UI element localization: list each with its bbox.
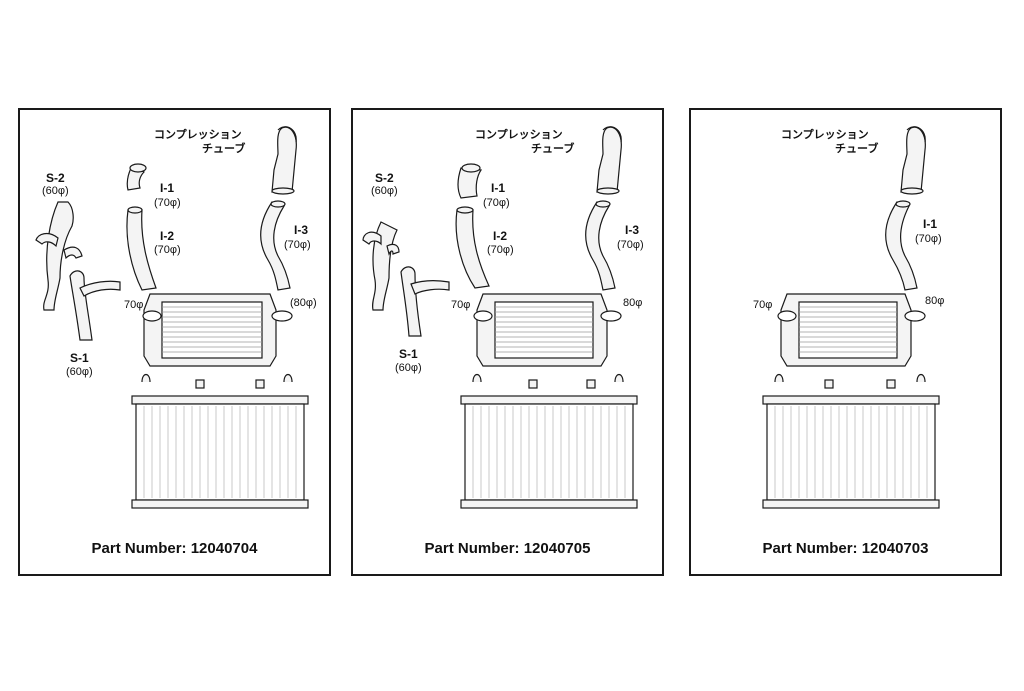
pipe-i1-size: (70φ) xyxy=(483,197,510,209)
pipe-i2 xyxy=(126,206,157,291)
part-number: Part Number: 12040705 xyxy=(424,540,591,557)
pipe-i2 xyxy=(455,206,490,289)
pipe-i2-size: (70φ) xyxy=(487,244,514,256)
parts-illustration: コンプレッション チューブ S-2 (60φ) S-1 (60φ) I-1 (7… xyxy=(35,126,317,509)
pipe-i1-name: I-1 xyxy=(923,217,937,231)
pipe-s2 xyxy=(362,221,400,311)
pipe-s2-size: (60φ) xyxy=(371,185,398,197)
pipe-s2-name: S-2 xyxy=(46,171,65,185)
pipe-s2 xyxy=(35,201,83,311)
pipe-i2-name: I-2 xyxy=(493,229,507,243)
intercooler-core xyxy=(473,293,622,367)
intercooler-core xyxy=(142,293,293,367)
pipe-i2-name: I-2 xyxy=(160,229,174,243)
pipe-i1-name: I-1 xyxy=(160,181,174,195)
pipe-i1 xyxy=(126,163,147,191)
pipe-i1 xyxy=(457,163,483,199)
pipe-i2-size: (70φ) xyxy=(154,244,181,256)
compressor-tube-label-line1: コンプレッション xyxy=(781,127,869,141)
inlet-size-label: 70φ xyxy=(753,299,772,311)
part-number: Part Number: 12040704 xyxy=(91,540,258,557)
radiator xyxy=(762,373,940,509)
pipe-i3-name: I-3 xyxy=(294,223,308,237)
pipe-i1-size: (70φ) xyxy=(915,233,942,245)
compressor-tube-label-line1: コンプレッション xyxy=(475,127,563,141)
pipe-i3-size: (70φ) xyxy=(617,239,644,251)
compressor-tube-label-line2: チューブ xyxy=(531,141,574,155)
pipe-s1-size: (60φ) xyxy=(395,362,422,374)
pipe-s2-name: S-2 xyxy=(375,171,394,185)
diagram-panel-1: コンプレッション チューブ S-2 (60φ) S-1 (60φ) I-1 (7… xyxy=(18,108,331,576)
pipe-i3 xyxy=(585,200,616,291)
inlet-size-label: 70φ xyxy=(124,299,143,311)
radiator xyxy=(460,373,638,509)
pipe-s2-size: (60φ) xyxy=(42,185,69,197)
outlet-size-label: (80φ) xyxy=(290,297,317,309)
pipe-i3-size: (70φ) xyxy=(284,239,311,251)
pipe-i1 xyxy=(885,200,918,291)
part-number: Part Number: 12040703 xyxy=(762,540,929,557)
compressor-tube xyxy=(596,126,622,195)
pipe-s1-name: S-1 xyxy=(70,351,89,365)
compressor-tube xyxy=(900,126,926,195)
pipe-i1-name: I-1 xyxy=(491,181,505,195)
diagram-panel-2: コンプレッション チューブ S-2 (60φ) S-1 (60φ) I-1 (7… xyxy=(351,108,664,576)
radiator xyxy=(131,373,310,509)
pipe-i3 xyxy=(260,200,291,291)
pipe-i3-name: I-3 xyxy=(625,223,639,237)
pipe-i1-size: (70φ) xyxy=(154,197,181,209)
parts-illustration: コンプレッション チューブ S-2 (60φ) S-1 (60φ) I-1 (7… xyxy=(362,126,644,509)
pipe-s1-name: S-1 xyxy=(399,347,418,361)
pipe-s1 xyxy=(400,266,450,337)
intercooler-core xyxy=(777,293,926,367)
compressor-tube xyxy=(271,126,297,195)
compressor-tube-label-line2: チューブ xyxy=(202,141,245,155)
compressor-tube-label-line1: コンプレッション xyxy=(154,127,242,141)
pipe-s1 xyxy=(69,270,121,341)
diagram-panel-3: コンプレッション チューブ I-1 (70φ) 70φ 80φ xyxy=(689,108,1002,576)
inlet-size-label: 70φ xyxy=(451,299,470,311)
outlet-size-label: 80φ xyxy=(925,295,944,307)
compressor-tube-label-line2: チューブ xyxy=(835,141,878,155)
parts-illustration: コンプレッション チューブ I-1 (70φ) 70φ 80φ xyxy=(753,126,944,509)
pipe-s1-size: (60φ) xyxy=(66,366,93,378)
outlet-size-label: 80φ xyxy=(623,297,642,309)
